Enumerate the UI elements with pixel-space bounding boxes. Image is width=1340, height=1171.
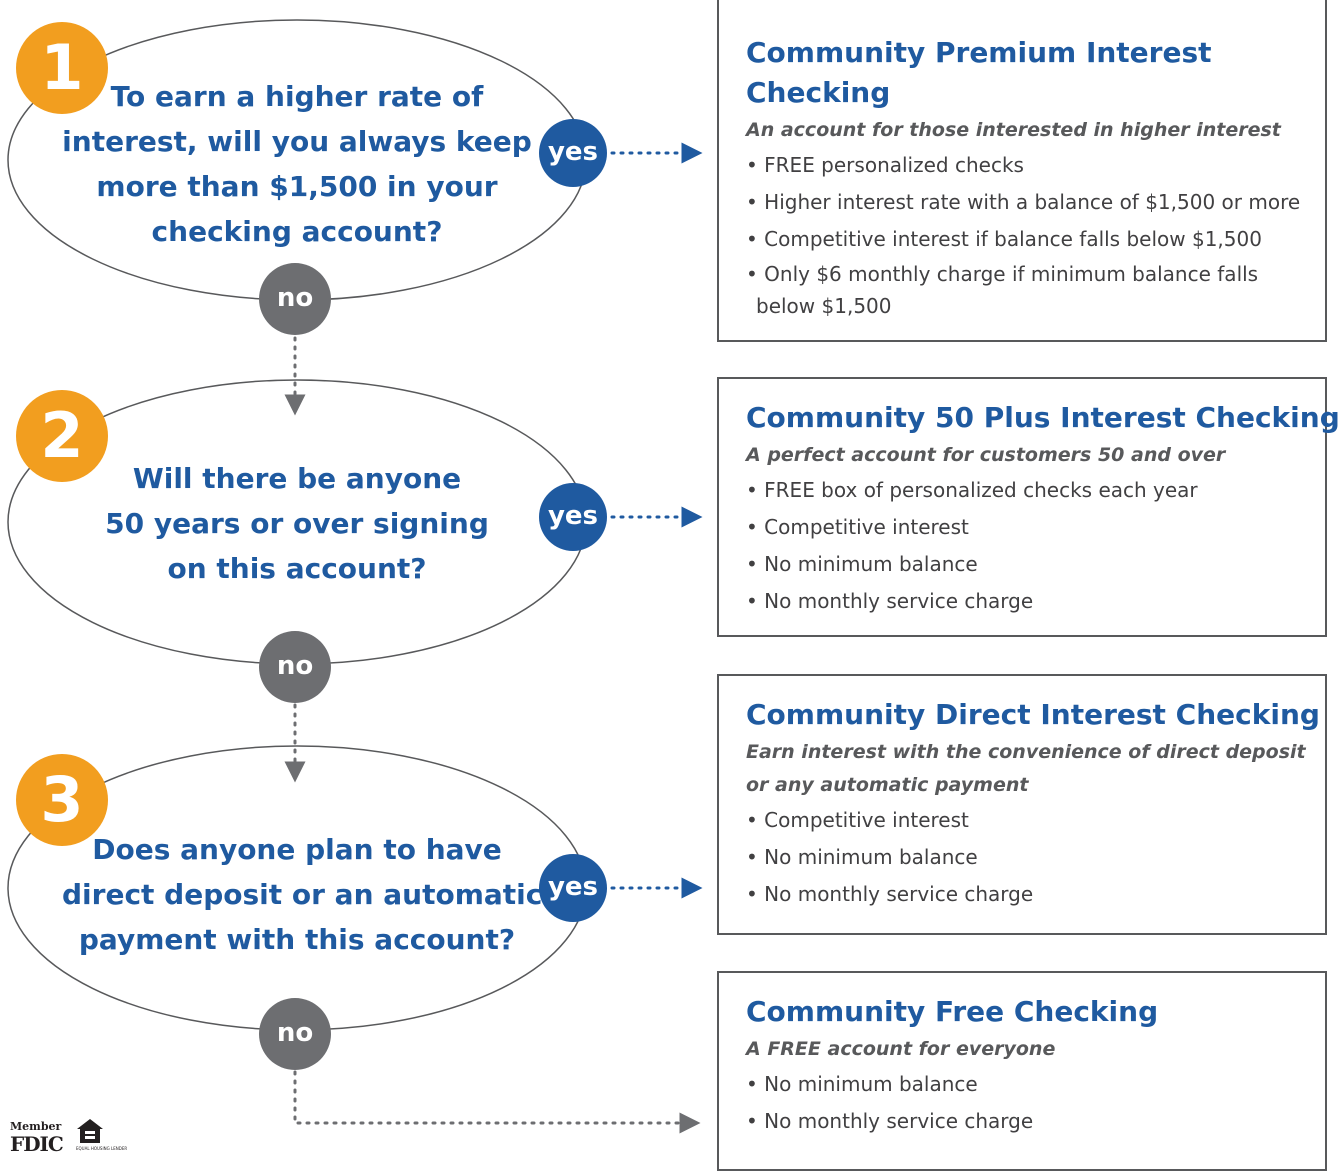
feature-item: • No monthly service charge (746, 882, 1034, 906)
yes-badge-2: yes (539, 483, 607, 551)
feature-list: • FREE personalized checks • Higher inte… (746, 147, 1325, 322)
feature-item-line: • Only $6 monthly charge if minimum bala… (746, 262, 1259, 286)
feature-item: • Competitive interest (746, 515, 969, 539)
question-2-line: Will there be anyone (132, 462, 462, 495)
no-arrow-3 (293, 1070, 701, 1134)
feature-item: • No minimum balance (746, 552, 978, 576)
step-3-badge: 3 (16, 754, 108, 846)
no-badge-1: no (259, 263, 331, 335)
feature-item: • FREE personalized checks (746, 153, 1024, 177)
yes-badge-1: yes (539, 119, 607, 187)
account-title: Community 50 Plus Interest Checking (746, 401, 1340, 434)
account-title: Community Direct Interest Checking (746, 698, 1320, 731)
feature-item: • Competitive interest if balance falls … (746, 227, 1262, 251)
feature-list: • Competitive interest • No minimum bala… (746, 802, 1325, 913)
account-subtitle: or any automatic payment (746, 774, 1029, 796)
question-2-line: 50 years or over signing (105, 507, 489, 540)
feature-item: • No minimum balance (746, 845, 978, 869)
account-card-premium: Community Premium Interest Checking An a… (717, 0, 1327, 342)
feature-item-line: below $1,500 (756, 294, 892, 318)
question-3-text: Does anyone plan to have direct deposit … (62, 827, 543, 962)
account-subtitle: A perfect account for customers 50 and o… (746, 444, 1226, 466)
feature-list: • No minimum balance • No monthly servic… (746, 1066, 1325, 1140)
step-2-badge: 2 (16, 390, 108, 482)
step-1-badge: 1 (16, 22, 108, 114)
question-1-line: checking account? (151, 215, 443, 248)
feature-item: • No minimum balance (746, 1072, 978, 1096)
feature-list: • FREE box of personalized checks each y… (746, 472, 1325, 620)
question-1-line: To earn a higher rate of (110, 80, 484, 113)
question-1-line: more than $1,500 in your (96, 170, 498, 203)
account-subtitle: A FREE account for everyone (746, 1038, 1056, 1060)
equal-housing-icon (77, 1119, 103, 1143)
account-card-free: Community Free Checking A FREE account f… (717, 971, 1327, 1171)
account-subtitle: An account for those interested in highe… (746, 119, 1281, 141)
account-card-50-plus: Community 50 Plus Interest Checking A pe… (717, 377, 1340, 637)
no-badge-3: no (259, 998, 331, 1070)
question-3-line: payment with this account? (78, 923, 516, 956)
feature-item: • FREE box of personalized checks each y… (746, 478, 1198, 502)
feature-item: • Competitive interest (746, 808, 969, 832)
question-1-text: To earn a higher rate of interest, will … (62, 74, 532, 254)
question-3-line: direct deposit or an automatic (62, 878, 543, 911)
equal-housing-text: EQUAL HOUSING LENDER (76, 1146, 128, 1151)
question-1-line: interest, will you always keep (62, 125, 532, 158)
question-3-line: Does anyone plan to have (92, 833, 502, 866)
feature-item: • Only $6 monthly charge if minimum bala… (746, 258, 1325, 322)
feature-item: • No monthly service charge (746, 1109, 1034, 1133)
feature-item: • No monthly service charge (746, 589, 1034, 613)
fdic-logo: FDIC (10, 1132, 64, 1156)
yes-badge-3: yes (539, 854, 607, 922)
account-title: Checking (746, 76, 891, 109)
fdic-member-text: Member (10, 1120, 62, 1133)
footer-logos: Member FDIC EQUAL HOUSING LENDER (10, 1116, 130, 1156)
account-title: Community Premium Interest (746, 36, 1212, 69)
question-2-text: Will there be anyone 50 years or over si… (62, 456, 532, 591)
feature-item: • Higher interest rate with a balance of… (746, 190, 1301, 214)
question-2-line: on this account? (167, 552, 427, 585)
account-subtitle: Earn interest with the convenience of di… (746, 741, 1306, 763)
account-title: Community Free Checking (746, 995, 1159, 1028)
account-card-direct: Community Direct Interest Checking Earn … (717, 674, 1327, 935)
no-badge-2: no (259, 631, 331, 703)
